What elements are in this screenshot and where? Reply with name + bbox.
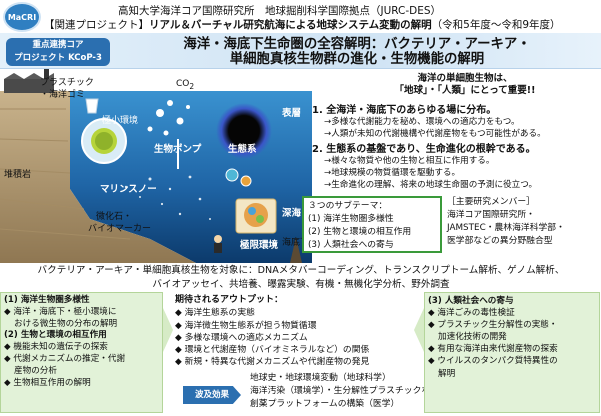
point-2-c: →生命進化の理解、将来の地球生命圏の予測に役立つ。 <box>324 180 538 190</box>
effect-line: 地球史・地球環境変動（地球科学） <box>250 373 391 383</box>
subtheme-item: (3) 人類社会への寄与 <box>308 240 394 250</box>
related-project-line: 【関連プロジェクト】リアル＆バーチャル研究航海による地球システム変動の解明（令和… <box>44 17 561 32</box>
outputs-section: 期待されるアウトプット： 海洋生態系の実態 海洋微生物生態系が担う物質循環 多様… <box>175 294 415 369</box>
left-arrow <box>163 308 173 352</box>
point-1-a: →多様な代謝能力を秘め、環境への適応力をもつ。 <box>324 117 520 127</box>
box-item: 海洋ごみの毒性検証 <box>428 307 596 319</box>
sediment-label: 堆積岩 <box>4 170 32 180</box>
related-project-prefix: 【関連プロジェクト】 <box>44 19 149 31</box>
box-item: ウイルスのタンパク質特異性の <box>428 355 596 367</box>
box-item-cont: 解明 <box>438 368 456 379</box>
plastic-label-2: ・海洋ゴミ <box>40 90 86 100</box>
extreme-env-label: 極限環境 <box>240 240 279 251</box>
methods-line2: バイオアッセイ、共培養、曝露実験、有機・無機化学分析、野外調査 <box>152 279 450 290</box>
methods-text: バクテリア・アーキア・単細胞真核生物を対象に：DNAメタバーコーディング、トラン… <box>2 264 600 292</box>
point-2-a: →様々な物質や他の生物と相互に作用する。 <box>324 156 495 166</box>
co2-text: CO <box>176 79 190 89</box>
micro-env-label: 極小環境 <box>102 116 139 126</box>
output-item: 海洋生態系の実態 <box>175 307 415 319</box>
ecosystem-label: 生態系 <box>228 144 257 155</box>
biomarker-label: バイオマーカー <box>88 224 152 234</box>
right-arrow <box>414 308 424 352</box>
output-item: 海洋微生物生態系が担う物質循環 <box>175 320 415 332</box>
box-heading-2: (2) 生物と環境の相互作用 <box>4 330 107 341</box>
box-heading-1: (1) 海洋生物圏多様性 <box>4 295 90 305</box>
related-project-name: リアル＆バーチャル研究航海による地球システム変動の解明 <box>149 19 432 31</box>
box-item: 生物相互作用の解明 <box>4 378 159 390</box>
ocean-illustration: プラスチック ・海洋ゴミ 極小環境 CO2 表層 生物ポンプ 生態系 マリンスノ… <box>0 69 312 263</box>
subtheme-1-2-box: (1) 海洋生物圏多様性 海洋・海底下・極小環境に おける微生物の分布の解明 (… <box>0 292 163 413</box>
title-line2: 単細胞真核生物群の進化・生物機能の解明 <box>229 52 485 67</box>
microfossil-label: 微化石・ <box>96 212 133 222</box>
output-item: 新規・特異な代謝メカニズムや代謝産物の発見 <box>175 356 415 368</box>
importance-line1: 海洋の単細胞生物は、 <box>417 73 513 84</box>
badge-line2: プロジェクト KCoP-3 <box>14 53 102 63</box>
deep-sea-label: 深海 <box>282 208 302 219</box>
members-line: 医学部などの異分野融合型 <box>447 236 553 246</box>
macri-logo: MaCRI <box>3 2 41 32</box>
bio-pump-label: 生物ポンプ <box>154 144 202 155</box>
box-item: 機能未知の遺伝子の探索 <box>4 342 159 354</box>
members-box: ［主要研究メンバー］ 海洋コア国際研究所・ JAMSTEC・農林海洋科学部・ 医… <box>447 196 599 256</box>
effect-line: 海洋汚染（環境学）・生分解性プラスチックなど（材料科学） <box>250 386 492 396</box>
methods-line1: バクテリア・アーキア・単細胞真核生物を対象に：DNAメタバーコーディング、トラン… <box>37 265 565 276</box>
box-item: プラスチック生分解性の実態・ <box>428 319 596 331</box>
box-item-cont: 産物の分析 <box>14 365 57 376</box>
co2-label: CO2 <box>176 79 194 91</box>
related-project-period: （令和5年度〜令和9年度） <box>431 19 561 31</box>
box-item: 有用な海洋由来代謝産物の探索 <box>428 343 596 355</box>
co2-sub: 2 <box>189 81 195 91</box>
point-2-b: →地球規模の物質循環を駆動する。 <box>324 168 461 178</box>
subtheme-item: (2) 生物と環境の相互作用 <box>308 227 412 237</box>
importance-heading: 海洋の単細胞生物は、 「地球」・「人類」にとって重要!! <box>330 73 600 97</box>
plastic-label: プラスチック <box>40 78 94 88</box>
members-line: JAMSTEC・農林海洋科学部・ <box>447 223 565 233</box>
subtheme-item: (1) 海洋生物圏多様性 <box>308 214 394 224</box>
point-2: 2. 生態系の基盤であり、生命進化の根幹である。 <box>312 144 536 155</box>
box-item-cont: 加速化技術の開発 <box>438 332 507 343</box>
point-1-b: →人類が未知の代謝機構や代謝産物をもつ可能性がある。 <box>324 129 546 139</box>
ripple-effects: 地球史・地球環境変動（地球科学） 海洋汚染（環境学）・生分解性プラスチックなど（… <box>250 372 492 411</box>
marine-snow-label: マリンスノー <box>100 184 157 195</box>
subseafloor-label: 海底下 <box>282 238 310 248</box>
effect-line: 創薬プラットフォームの構築（医学） <box>250 399 400 409</box>
point-1: 1. 全海洋・海底下のあらゆる場に分布。 <box>312 105 497 116</box>
box-item: 代謝メカニズムの推定・代謝 <box>4 354 159 366</box>
ripple-effect-arrow: 波及効果 <box>183 386 241 404</box>
output-item: 環境と代謝産物（バイオミネラルなど）の関係 <box>175 344 415 356</box>
badge-line1: 重点連携コア <box>32 40 84 50</box>
surface-label: 表層 <box>282 108 302 119</box>
subtheme-box: ３つのサブテーマ： (1) 海洋生物圏多様性 (2) 生物と環境の相互作用 (3… <box>302 196 442 253</box>
members-heading: ［主要研究メンバー］ <box>447 197 535 207</box>
box-heading-3: (3) 人類社会への寄与 <box>428 296 514 306</box>
output-item: 多様な環境への適応メカニズム <box>175 332 415 344</box>
title-line1: 海洋・海底下生命圏の全容解明：バクテリア・アーキア・ <box>183 37 531 52</box>
subtheme-heading: ３つのサブテーマ： <box>308 201 388 211</box>
ocean-scene <box>0 69 312 263</box>
institute-line: 高知大学海洋コア国際研究所 地球掘削科学国際拠点（JURC-DES） <box>118 5 442 17</box>
page-title: 海洋・海底下生命圏の全容解明：バクテリア・アーキア・ 単細胞真核生物群の進化・生… <box>116 37 598 67</box>
members-line: 海洋コア国際研究所・ <box>447 210 535 220</box>
importance-line2: 「地球」・「人類」にとって重要!! <box>394 85 536 96</box>
outputs-heading: 期待されるアウトプット： <box>175 295 284 305</box>
subtheme-3-box: (3) 人類社会への寄与 海洋ごみの毒性検証 プラスチック生分解性の実態・ 加速… <box>424 292 600 413</box>
box-item-cont: おける微生物の分布の解明 <box>14 318 118 329</box>
project-badge: 重点連携コア プロジェクト KCoP-3 <box>6 38 110 66</box>
box-item: 海洋・海底下・極小環境に <box>4 307 159 319</box>
